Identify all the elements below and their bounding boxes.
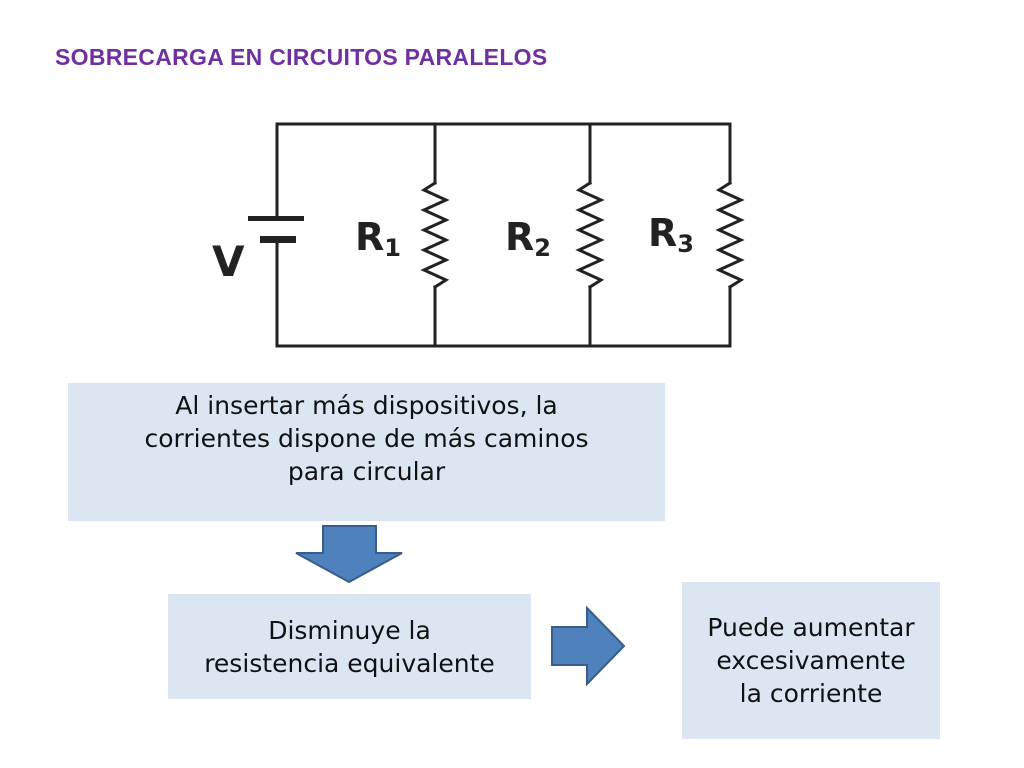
- resistor-3-label: R3: [648, 211, 694, 258]
- box-equivalent-resistance-text: Disminuye la resistencia equivalente: [204, 615, 495, 678]
- resistor-3-zigzag: [715, 180, 745, 290]
- resistor-1-label: R1: [355, 215, 401, 262]
- source-label: V: [212, 237, 245, 286]
- battery-plate-short: [260, 236, 296, 243]
- resistor-2-zigzag: [575, 180, 605, 290]
- arrow-down-icon: [295, 525, 403, 584]
- box-more-paths: Al insertar más dispositivos, la corrien…: [68, 383, 665, 521]
- arrow-right-icon: [551, 605, 626, 687]
- resistor-1-zigzag: [420, 180, 450, 290]
- box-current-increase: Puede aumentar excesivamente la corrient…: [682, 582, 940, 739]
- box-equivalent-resistance: Disminuye la resistencia equivalente: [168, 594, 531, 699]
- page-title: SOBRECARGA EN CIRCUITOS PARALELOS: [55, 44, 548, 70]
- box-current-increase-text: Puede aumentar excesivamente la corrient…: [707, 613, 915, 708]
- resistor-2-label: R2: [505, 215, 551, 262]
- parallel-circuit-diagram: V R1 R2 R3: [212, 122, 745, 348]
- battery-plate-long: [248, 216, 304, 221]
- box-more-paths-text: Al insertar más dispositivos, la corrien…: [144, 391, 589, 486]
